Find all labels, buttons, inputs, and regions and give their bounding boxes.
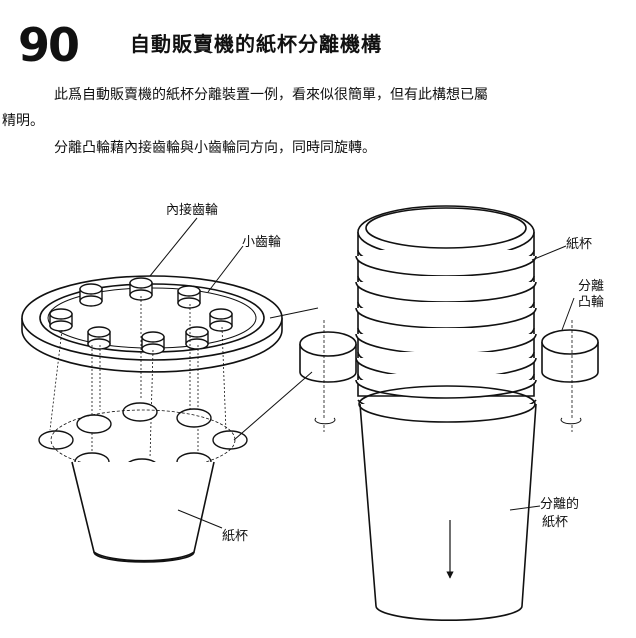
paragraph-1-line-2: 精明。 (2, 113, 44, 129)
leader-lines (149, 217, 575, 529)
label-paper-cup-left: 紙杯 (222, 529, 248, 544)
cup-stack (355, 205, 537, 399)
right-separation-cam (541, 320, 599, 432)
page-title: 自動販賣機的紙杯分離機構 (130, 32, 382, 56)
label-separated-cup-line2: 紙杯 (542, 515, 568, 530)
small-gears (49, 277, 233, 355)
paragraph-2: 分離凸輪藉內接齒輪與小齒輪同方向，同時同旋轉。 (54, 140, 376, 156)
left-assembly (21, 275, 283, 563)
label-paper-cup-right: 紙杯 (566, 237, 592, 252)
left-paper-cup (71, 461, 215, 563)
label-separation-cam-line2: 凸輪 (578, 294, 604, 310)
label-small-gear: 小齒輪 (242, 234, 281, 250)
paragraph-1-line-1: 此爲自動販賣機的紙杯分離裝置一例，看來似很簡單，但有此構想已屬 (54, 87, 488, 103)
left-separation-cam (299, 320, 357, 432)
label-internal-gear: 內接齒輪 (166, 202, 218, 218)
right-assembly (233, 205, 599, 621)
separated-paper-cup (357, 385, 537, 621)
label-separated-cup-line1: 分離的 (540, 496, 579, 512)
label-separation-cam-line1: 分離 (578, 279, 604, 294)
projection-lines (49, 296, 227, 459)
section-number: 90 (18, 18, 80, 72)
